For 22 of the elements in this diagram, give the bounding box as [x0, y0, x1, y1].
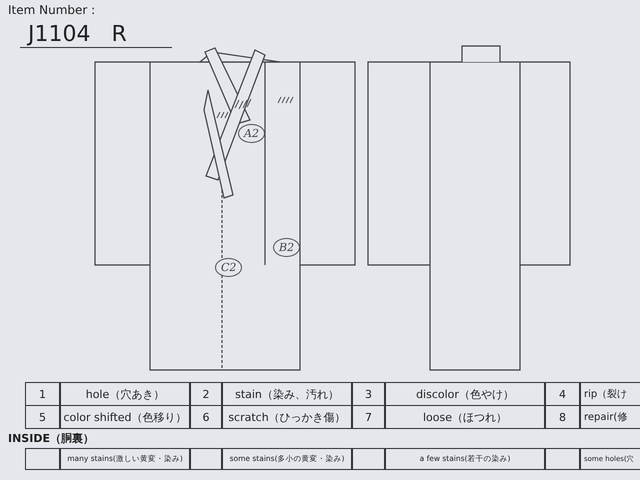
section-heading: INSIDE（胴裏） [8, 431, 94, 446]
defect-cell: hole（穴あき） [60, 382, 190, 406]
defect-cell: stain（染み、汚れ） [222, 382, 352, 406]
number-cell: 5 [25, 405, 60, 429]
number-cell: 2 [190, 382, 222, 406]
handwritten-mark: B2 [273, 238, 300, 257]
item-number: J1104 R [20, 22, 172, 48]
handwritten-mark: A2 [238, 124, 265, 143]
defect-cell: scratch（ひっかき傷） [222, 405, 352, 429]
number-cell: 4 [545, 382, 580, 406]
field-label: Item Number : [8, 3, 96, 17]
handwritten-mark: C2 [215, 258, 242, 277]
number-cell: 8 [545, 405, 580, 429]
number-cell: 6 [190, 405, 222, 429]
number-cell: 3 [352, 382, 385, 406]
number-cell: 7 [352, 405, 385, 429]
defect-cell: discolor（色やけ） [385, 382, 545, 406]
defect-cell: loose（ほつれ） [385, 405, 545, 429]
defect-cell: repair(修 [580, 405, 640, 429]
defect-cell: color shifted（色移り） [60, 405, 190, 429]
defect-cell: rip（裂け [580, 382, 640, 406]
number-cell: 1 [25, 382, 60, 406]
